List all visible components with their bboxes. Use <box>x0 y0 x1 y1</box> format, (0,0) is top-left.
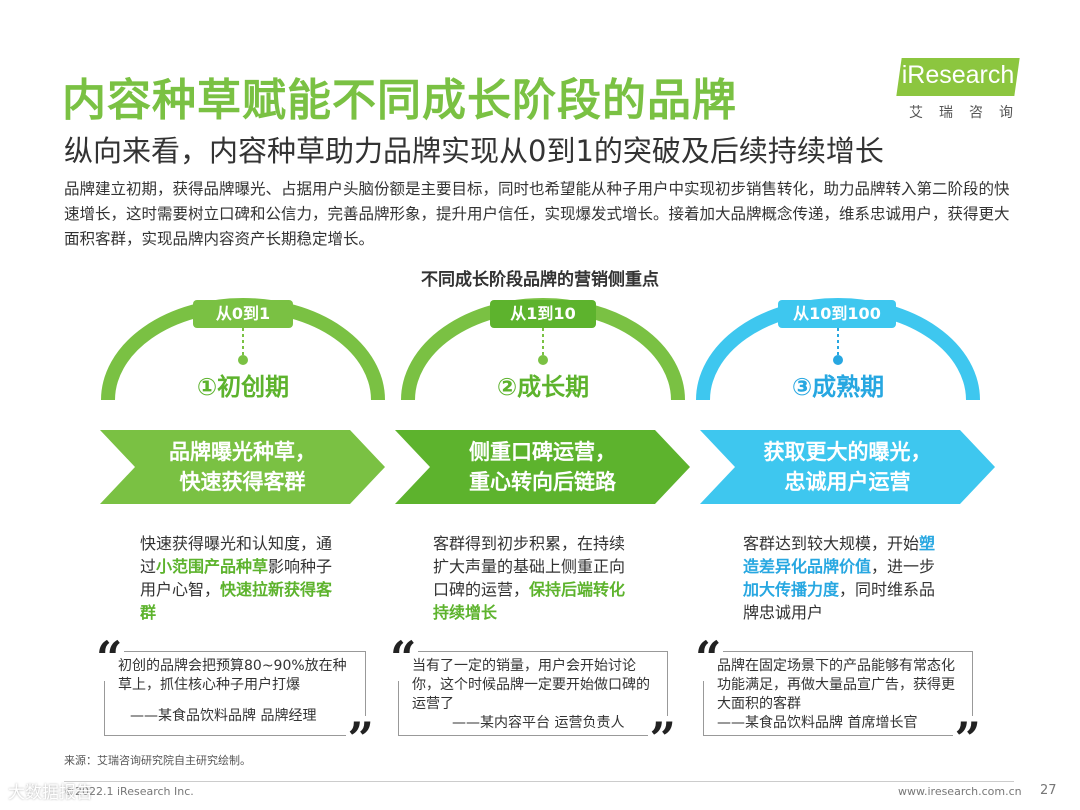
desc-highlight: 塑造差异化品牌价值 <box>743 534 936 576</box>
dot-stage-2 <box>538 355 548 365</box>
footer-url[interactable]: www.iresearch.com.cn <box>898 785 1022 798</box>
page-number: 27 <box>1040 783 1057 798</box>
page-subtitle: 纵向来看，内容种草助力品牌实现从0到1的突破及后续持续增长 <box>64 134 884 168</box>
intro-paragraph: 品牌建立初期，获得品牌曝光、占据用户头脑份额是主要目标，同时也希望能从种子用户中… <box>64 180 1010 248</box>
desc-text: 客群达到较大规模，开始 <box>743 534 920 553</box>
logo-text: iResearch <box>901 61 1015 89</box>
source-note: 来源：艾瑞咨询研究院自主研究绘制。 <box>64 754 251 767</box>
quote-box <box>398 651 668 736</box>
desc-text: 客群得到初步积累，在持续扩大声量的基础上侧重正向口碑的运营， <box>433 534 626 599</box>
quote-box <box>104 651 366 736</box>
open-quote-icon: “ <box>693 631 724 685</box>
stage-1-name: ①初创期 <box>196 373 290 401</box>
quote-text: 品牌在固定场景下的产品能够有常态化功能满足，再做大量品宣广告，获得更大面积的客群… <box>717 657 963 733</box>
stage-3-name: ③成熟期 <box>791 373 885 401</box>
stage-3-focus: 获取更大的曝光， 忠诚用户运营 <box>735 430 960 504</box>
quote-text: 初创的品牌会把预算80~90%放在种草上，抓住核心种子用户打爆 ——某食品饮料品… <box>118 657 356 726</box>
open-quote-icon: “ <box>94 631 125 685</box>
quote-source: ——某食品饮料品牌 首席增长官 <box>717 715 918 731</box>
stage-3-description: 客群达到较大规模，开始塑造差异化品牌价值，进一步加大传播力度，同时维系品牌忠诚用… <box>743 532 948 624</box>
stage-2-name: ②成长期 <box>496 373 590 401</box>
stage-2-focus: 侧重口碑运营， 重心转向后链路 <box>430 430 655 504</box>
chevron-stage-1 <box>100 430 385 504</box>
chevron-stage-3 <box>700 430 995 504</box>
close-quote-icon: ” <box>647 712 678 766</box>
quote-source: ——某食品饮料品牌 品牌经理 <box>130 708 317 724</box>
stage-2-description: 客群得到初步积累，在持续扩大声量的基础上侧重正向口碑的运营，保持后端转化持续增长 <box>433 532 638 624</box>
stage-3-tag: 从10到100 <box>778 300 896 328</box>
quote-body: 品牌在固定场景下的产品能够有常态化功能满足，再做大量品宣广告，获得更大面积的客群 <box>717 658 955 712</box>
stage-2-quote: “ 当有了一定的销量，用户会开始讨论你，这个时候品牌一定要开始做口碑的运营了 —… <box>388 635 678 762</box>
stage-1-focus: 品牌曝光种草， 快速获得客群 <box>135 430 350 504</box>
close-quote-icon: ” <box>345 712 376 766</box>
stage-1-quote: “ 初创的品牌会把预算80~90%放在种草上，抓住核心种子用户打爆 ——某食品饮… <box>94 635 376 762</box>
quote-text: 当有了一定的销量，用户会开始讨论你，这个时候品牌一定要开始做口碑的运营了 ——某… <box>412 657 658 733</box>
desc-text: ，进一步 <box>871 557 936 576</box>
desc-text: ，同时维系品牌忠诚用户 <box>743 580 936 622</box>
logo-cn: 艾瑞咨询 <box>909 105 1029 121</box>
stage-3-focus-line-2: 忠诚用户运营 <box>784 470 911 494</box>
close-quote-icon: ” <box>952 712 983 766</box>
stage-graphics <box>100 298 995 504</box>
stage-1-focus-line-2: 快速获得客群 <box>179 470 306 494</box>
stage-2-focus-line-2: 重心转向后链路 <box>469 470 616 494</box>
open-quote-icon: “ <box>388 631 419 685</box>
desc-text: 影响种子用户心智， <box>140 557 333 599</box>
quote-body: 当有了一定的销量，用户会开始讨论你，这个时候品牌一定要开始做口碑的运营了 <box>412 658 650 712</box>
stage-2-tag: 从1到10 <box>490 300 596 328</box>
quote-body: 初创的品牌会把预算80~90%放在种草上，抓住核心种子用户打爆 <box>118 658 347 693</box>
watermark: 大数据报告 <box>8 783 93 803</box>
quote-source: ——某内容平台 运营负责人 <box>452 715 625 731</box>
stage-1-focus-line-1: 品牌曝光种草， <box>169 440 316 464</box>
stage-1-tag: 从0到1 <box>193 300 293 328</box>
iresearch-logo: iResearch 艾瑞咨询 <box>893 58 1023 128</box>
desc-highlight: 小范围产品种草 <box>156 557 269 576</box>
section-title: 不同成长阶段品牌的营销侧重点 <box>421 270 659 290</box>
chevron-stage-2 <box>395 430 690 504</box>
dot-stage-1 <box>238 355 248 365</box>
stage-3-focus-line-1: 获取更大的曝光， <box>763 440 932 464</box>
page-title: 内容种草赋能不同成长阶段的品牌 <box>62 75 737 126</box>
stage-2-focus-line-1: 侧重口碑运营， <box>469 440 616 464</box>
desc-text: 快速获得曝光和认知度，通过 <box>140 534 333 576</box>
footer-company: ©2022.1 iResearch Inc. <box>64 785 194 798</box>
stage-3-quote: “ 品牌在固定场景下的产品能够有常态化功能满足，再做大量品宣广告，获得更大面积的… <box>693 635 983 762</box>
footer-divider <box>64 781 1014 782</box>
stage-1-description: 快速获得曝光和认知度，通过小范围产品种草影响种子用户心智，快速拉新获得客群 <box>140 532 345 624</box>
desc-highlight: 加大传播力度 <box>743 580 840 599</box>
desc-highlight: 快速拉新获得客群 <box>140 580 333 622</box>
dot-stage-3 <box>833 355 843 365</box>
quote-box <box>703 651 973 736</box>
desc-highlight: 保持后端转化持续增长 <box>433 580 626 622</box>
